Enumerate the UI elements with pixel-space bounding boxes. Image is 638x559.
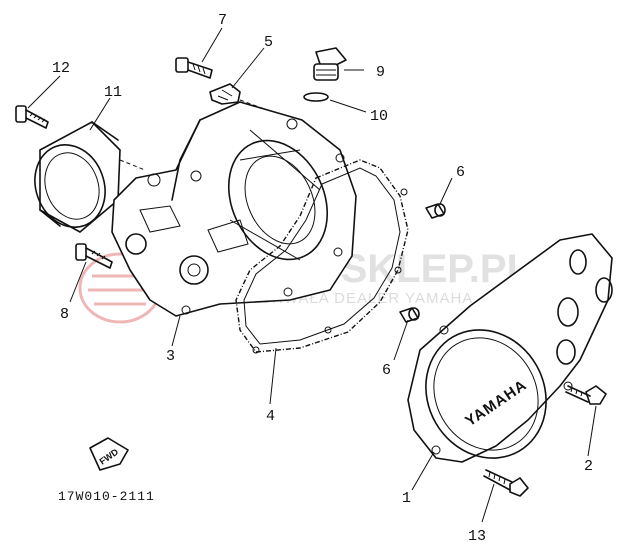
callout-9: 9: [376, 64, 385, 81]
callout-3: 3: [166, 348, 175, 365]
callout-2: 2: [584, 458, 593, 475]
callout-6-upper: 6: [456, 164, 465, 181]
callout-5: 5: [264, 34, 273, 51]
leader-lines: [27, 27, 597, 523]
part-13-bolt: [483, 469, 529, 497]
callout-1: 1: [402, 490, 411, 507]
callout-10: 10: [370, 108, 388, 125]
callout-8: 8: [60, 306, 69, 323]
part-1-outer-cover: YAMAHA: [407, 233, 613, 463]
part-8-bolt: [75, 243, 113, 269]
part-6-dowel-pin-lower: [399, 307, 420, 323]
callout-12: 12: [52, 60, 70, 77]
fwd-arrow-icon: FWD: [89, 437, 129, 471]
part-3-crankcase-cover: [111, 101, 357, 317]
part-2-bolt: [565, 385, 607, 405]
callout-13: 13: [468, 528, 486, 545]
callout-7: 7: [218, 12, 227, 29]
callout-4: 4: [266, 408, 275, 425]
callout-11: 11: [104, 84, 122, 101]
part-9-oil-filler-plug: [313, 47, 347, 81]
part-12-bolt: [15, 105, 49, 129]
part-10-o-ring: [303, 92, 329, 102]
part-7-bolt: [175, 57, 213, 79]
part-6-dowel-pin-upper: [425, 203, 446, 219]
part-4-gasket: [235, 159, 409, 354]
callout-6-lower: 6: [382, 362, 391, 379]
callout-numbers: 7 5 9 10 12 11 6 6 8 3 4 1 2 13: [52, 12, 593, 545]
part-code-label: 17W010-2111: [58, 489, 155, 504]
